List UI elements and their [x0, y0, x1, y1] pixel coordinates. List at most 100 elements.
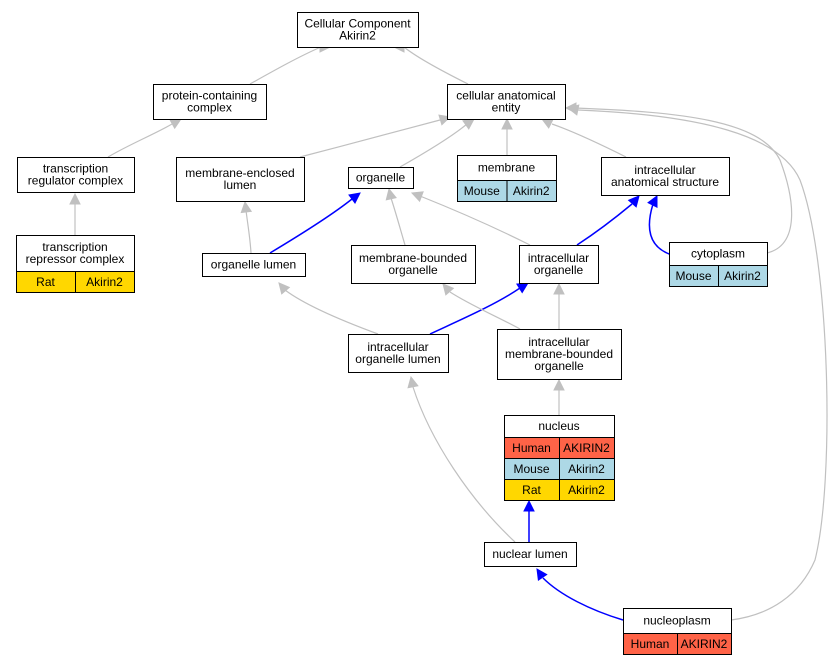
gene-label: AKIRIN2 [681, 637, 728, 651]
edge-intracellular-membrane-bounded-organelle-to-membrane-bounded-organelle [442, 283, 521, 330]
edge-intracellular-membrane-bounded-organelle-to-intracellular-organelle [553, 282, 565, 329]
node-label: cytoplasm [691, 247, 745, 261]
arrowhead-icon [69, 192, 81, 205]
node-box [202, 253, 306, 277]
node-organelle-lumen[interactable]: organelle lumen [202, 253, 306, 277]
part-of-edge [542, 577, 624, 621]
edge-intracellular-organelle-to-intracellular-anatomical-structure [576, 195, 640, 246]
species-label: Rat [522, 483, 541, 497]
arrowhead-icon [410, 191, 424, 203]
gene-label: Akirin2 [86, 275, 123, 289]
species-label: Human [512, 441, 551, 455]
arrowhead-icon [462, 118, 475, 130]
is-a-edge [390, 197, 406, 246]
arrowhead-icon [240, 200, 253, 214]
part-of-edge [576, 203, 633, 246]
node-label: membrane [478, 161, 536, 175]
edge-organelle-lumen-to-organelle [269, 192, 361, 254]
node-label: intracellular [367, 340, 428, 354]
is-a-edge [107, 123, 173, 158]
edge-nuclear-lumen-to-nucleus [523, 499, 535, 542]
node-label: organelle lumen [355, 352, 440, 366]
node-label: regulator complex [28, 174, 123, 188]
gene-label: Akirin2 [568, 462, 605, 476]
annotation-row: Mouse Akirin2 [504, 458, 615, 480]
edge-organelle-lumen-to-membrane-enclosed-lumen [240, 200, 253, 254]
node-label: membrane-enclosed [185, 166, 294, 180]
node-label: intracellular [634, 163, 695, 177]
species-label: Mouse [513, 462, 549, 476]
annotation-row: Human AKIRIN2 [504, 437, 615, 459]
species-label: Mouse [675, 269, 711, 283]
arrowhead-icon [278, 282, 291, 295]
edge-cytoplasm-to-intracellular-anatomical-structure [647, 195, 673, 256]
edge-membrane-to-cellular-anatomical-entity [501, 117, 513, 155]
species-label: Rat [36, 275, 55, 289]
arrowhead-icon [536, 568, 548, 581]
is-a-edge [249, 46, 322, 85]
edge-intracellular-organelle-lumen-to-organelle-lumen [278, 282, 379, 335]
is-a-edge [412, 386, 516, 543]
node-organelle[interactable]: organelle [348, 167, 414, 189]
node-box [601, 157, 730, 196]
arrowhead-icon [553, 378, 565, 391]
node-label: protein-containing [162, 89, 257, 103]
gene-label: Akirin2 [724, 269, 761, 283]
node-label: nuclear lumen [492, 547, 567, 561]
is-a-edge [399, 123, 468, 168]
part-of-edge [429, 287, 521, 335]
node-label: cellular anatomical [456, 89, 555, 103]
arrowhead-icon [627, 195, 640, 208]
gene-cell [677, 633, 732, 655]
node-label: organelle lumen [211, 258, 296, 272]
is-a-edge [577, 109, 828, 621]
edge-nucleoplasm-to-nuclear-lumen [536, 568, 624, 621]
gene-label: AKIRIN2 [563, 441, 610, 455]
gene-cell [718, 265, 768, 287]
is-a-edge [551, 123, 627, 158]
node-nuclear-lumen[interactable]: nuclear lumen [484, 542, 577, 567]
arrowhead-icon [523, 499, 535, 512]
node-box [497, 329, 622, 380]
edge-nucleus-to-intracellular-membrane-bounded-organelle [553, 378, 565, 415]
is-a-edge [574, 107, 793, 254]
node-box [519, 245, 599, 284]
gene-cell [506, 180, 557, 202]
gene-cell [75, 271, 135, 293]
node-box [176, 157, 305, 202]
node-box [348, 334, 449, 373]
species-label: Human [631, 637, 670, 651]
is-a-edge [284, 289, 379, 335]
gene-label: Akirin2 [513, 184, 550, 198]
node-box [17, 157, 135, 193]
is-a-edge [403, 46, 469, 85]
arrowhead-icon [516, 282, 529, 294]
edge-nucleoplasm-to-cellular-anatomical-entity [566, 104, 828, 621]
edge-transcription-regulator-complex-to-protein-complex [107, 118, 182, 158]
node-label: entity [492, 101, 521, 115]
arrowhead-icon [501, 117, 513, 130]
is-a-edge [245, 209, 252, 254]
node-label: anatomical structure [611, 175, 719, 189]
node-label: nucleus [538, 419, 579, 433]
arrowhead-icon [647, 195, 658, 208]
node-label: organelle [388, 263, 438, 277]
node-box [348, 167, 414, 189]
